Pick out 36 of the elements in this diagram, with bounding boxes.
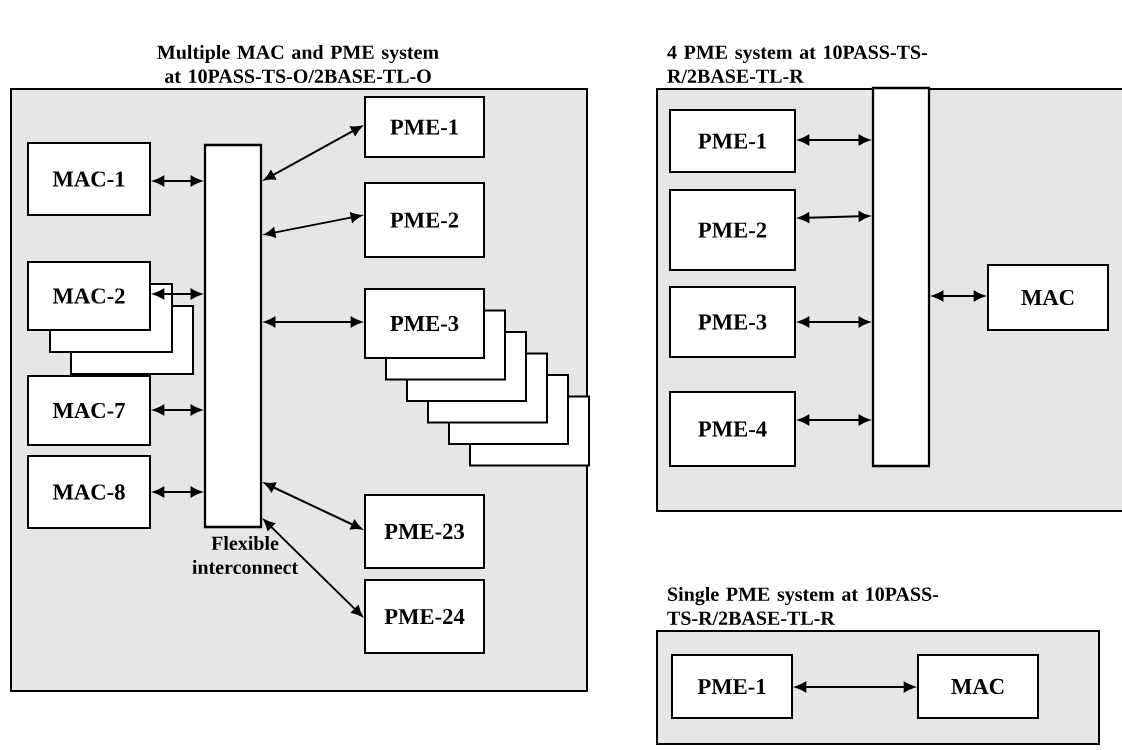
double-arrow — [153, 288, 202, 300]
node-label: 4 PME system at 10PASS-TS-R/2BASE-TL-R — [667, 45, 927, 83]
double-arrow — [798, 134, 870, 146]
node-label: Multiple MAC and PME system at 10PASS-TS-O/2BASE-TL-O — [157, 44, 439, 83]
double-arrow — [153, 486, 202, 498]
block-box: PME-1 — [364, 96, 485, 158]
double-arrow — [798, 414, 870, 426]
block-box: PME-2 — [669, 189, 796, 271]
block-box: PME-1 — [671, 654, 793, 719]
double-arrow — [264, 212, 362, 238]
double-arrow — [264, 125, 362, 181]
block-box: PME-24 — [364, 579, 485, 654]
block-box: MAC — [987, 264, 1109, 331]
node-label: Single PME system at 10PASS-TS-R/2BASE-TL-R — [667, 586, 939, 625]
block-box: PME-2 — [364, 182, 485, 258]
block-box: MAC-1 — [27, 142, 151, 216]
block-box: PME-3 — [364, 288, 485, 359]
bar-caption: Flexible interconnect — [192, 536, 299, 575]
block-box: MAC — [917, 654, 1039, 719]
block-box: MAC-7 — [27, 375, 151, 446]
double-arrow — [153, 175, 202, 187]
block-box: PME-23 — [364, 494, 485, 569]
double-arrow — [263, 519, 363, 617]
block-box: PME-4 — [669, 391, 796, 467]
double-arrow — [153, 404, 202, 416]
double-arrow — [932, 290, 985, 302]
double-arrow — [264, 316, 362, 328]
block-box: MAC-2 — [27, 261, 151, 331]
block-box: MAC-8 — [27, 455, 151, 529]
block-box: PME-3 — [669, 286, 796, 358]
double-arrow — [798, 211, 870, 223]
double-arrow — [264, 482, 362, 530]
block-box: PME-1 — [669, 109, 796, 173]
double-arrow — [798, 316, 870, 328]
double-arrow — [795, 681, 915, 693]
interconnect-bar — [871, 86, 931, 468]
